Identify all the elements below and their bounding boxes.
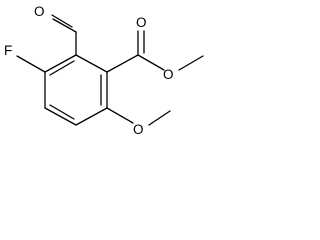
- chemical-structure-diagram: O O O F O: [4, 4, 204, 137]
- fluorine-label: F: [4, 43, 12, 58]
- ester-group: O O: [106, 15, 204, 82]
- methoxy-oxygen-label: O: [133, 122, 144, 137]
- ring-bond-c6-c1: [44, 54, 77, 73]
- ring-bond-c6-c1-inner: [49, 60, 75, 76]
- ring-bond-c4-c5: [44, 107, 77, 126]
- aldehyde-double-bond-second-line: [51, 14, 73, 28]
- ring-bond-c1-c2: [75, 54, 108, 73]
- fluorine-bond: [16, 55, 46, 73]
- aldehyde-oxygen-label: O: [34, 4, 45, 19]
- methoxy-bond-ring-carbon: [106, 107, 134, 124]
- ester-methyl-bond: [178, 55, 204, 71]
- benzene-ring: [44, 54, 108, 126]
- methoxy-methyl-bond: [148, 110, 171, 126]
- aldehyde-group: O: [34, 4, 77, 56]
- ester-carbonyl-oxygen-label: O: [136, 15, 147, 30]
- ring-bond-c4-c5-inner: [49, 104, 75, 120]
- fluoro-group: F: [4, 43, 46, 73]
- ester-ether-oxygen-label: O: [163, 67, 174, 82]
- ring-bond-c3-c4: [75, 107, 108, 126]
- ester-single-bond-to-oxygen: [137, 54, 165, 71]
- ester-bond-ring-carbon: [106, 54, 139, 73]
- aldehyde-double-bond: [52, 18, 77, 33]
- methoxy-group: O: [106, 107, 171, 137]
